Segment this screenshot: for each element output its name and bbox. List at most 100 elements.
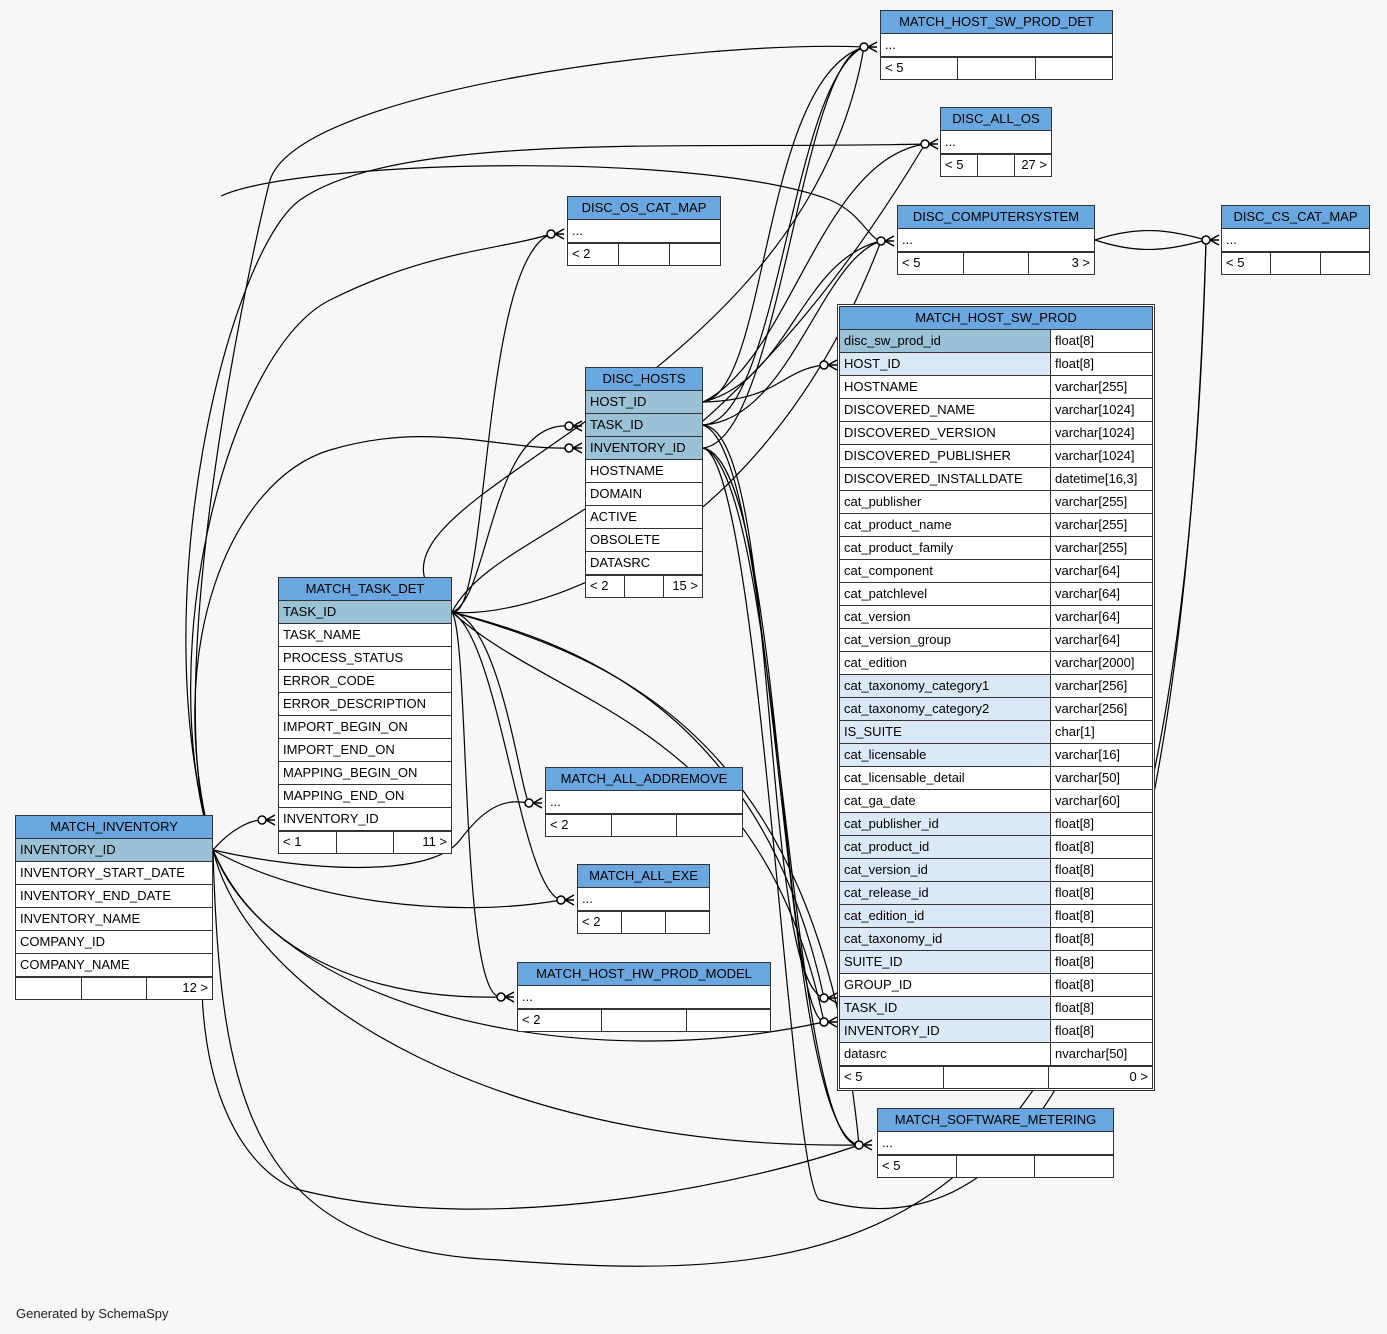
children-count[interactable] [1321, 253, 1369, 274]
children-count[interactable] [687, 1010, 770, 1031]
parents-count[interactable]: < 5 [941, 155, 978, 176]
table-header[interactable]: MATCH_HOST_SW_PROD [840, 307, 1152, 330]
column-row[interactable]: IMPORT_END_ON [279, 739, 451, 762]
column-row[interactable]: INVENTORY_ID [16, 839, 212, 862]
table-match-software-metering[interactable]: MATCH_SOFTWARE_METERING...< 5 [877, 1108, 1114, 1178]
column-row[interactable]: TASK_ID [279, 601, 451, 624]
table-header[interactable]: MATCH_SOFTWARE_METERING [878, 1109, 1113, 1132]
rows-count[interactable] [612, 815, 678, 836]
rows-count[interactable] [1271, 253, 1321, 274]
collapsed-columns-row[interactable]: ... [881, 34, 1112, 57]
parents-count[interactable]: < 5 [840, 1067, 945, 1088]
column-row[interactable]: COMPANY_ID [16, 931, 212, 954]
table-header[interactable]: MATCH_HOST_SW_PROD_DET [881, 11, 1112, 34]
collapsed-columns-row[interactable]: ... [898, 229, 1094, 252]
table-match-all-exe[interactable]: MATCH_ALL_EXE...< 2 [577, 864, 710, 934]
table-header[interactable]: DISC_ALL_OS [941, 108, 1051, 131]
column-row[interactable]: INVENTORY_ID [279, 808, 451, 831]
table-match-host-sw-prod-det[interactable]: MATCH_HOST_SW_PROD_DET...< 5 [880, 10, 1113, 80]
table-match-host-hw-prod-model[interactable]: MATCH_HOST_HW_PROD_MODEL...< 2 [517, 962, 771, 1032]
column-row[interactable]: INVENTORY_END_DATE [16, 885, 212, 908]
rows-count[interactable] [964, 253, 1030, 274]
table-disc-cs-cat-map[interactable]: DISC_CS_CAT_MAP...< 5 [1221, 205, 1370, 275]
table-header[interactable]: MATCH_TASK_DET [279, 578, 451, 601]
column-row[interactable]: PROCESS_STATUS [279, 647, 451, 670]
children-count[interactable] [670, 244, 720, 265]
column-row[interactable]: INVENTORY_START_DATE [16, 862, 212, 885]
parents-count[interactable]: < 2 [568, 244, 619, 265]
column-row[interactable]: HOST_ID [586, 391, 702, 414]
column-row[interactable]: MAPPING_BEGIN_ON [279, 762, 451, 785]
children-count[interactable]: 3 > [1071, 255, 1091, 270]
rows-count[interactable] [958, 58, 1036, 79]
rows-count[interactable] [625, 576, 664, 597]
rows-count[interactable] [619, 244, 670, 265]
parents-count[interactable]: < 2 [546, 815, 612, 836]
parents-count[interactable]: < 5 [1222, 253, 1272, 274]
rows-count[interactable] [602, 1010, 687, 1031]
column-row[interactable]: TASK_NAME [279, 624, 451, 647]
children-count[interactable]: 0 > [1129, 1069, 1148, 1084]
column-row[interactable]: ACTIVE [586, 506, 702, 529]
parents-count[interactable]: < 2 [586, 576, 625, 597]
parents-count[interactable]: < 2 [518, 1010, 603, 1031]
children-count[interactable] [1035, 1156, 1113, 1177]
collapsed-columns-row[interactable]: ... [1222, 229, 1369, 252]
table-header[interactable]: MATCH_HOST_HW_PROD_MODEL [518, 963, 770, 986]
collapsed-columns-row[interactable]: ... [878, 1132, 1113, 1155]
parents-count[interactable]: < 5 [898, 253, 964, 274]
column-row[interactable]: OBSOLETE [586, 529, 702, 552]
children-count[interactable] [677, 815, 742, 836]
children-count[interactable]: 27 > [1021, 157, 1047, 172]
table-header[interactable]: DISC_HOSTS [586, 368, 702, 391]
parents-count[interactable]: < 1 [279, 832, 337, 853]
collapsed-columns-row[interactable]: ... [568, 220, 720, 243]
children-count[interactable] [666, 912, 709, 933]
table-header[interactable]: MATCH_ALL_EXE [578, 865, 709, 888]
rows-count[interactable] [944, 1067, 1049, 1088]
parents-count[interactable] [16, 978, 82, 999]
rows-count[interactable] [337, 832, 395, 853]
collapsed-columns-row[interactable]: ... [941, 131, 1051, 154]
rows-count[interactable] [978, 155, 1015, 176]
column-row[interactable]: TASK_ID [586, 414, 702, 437]
table-disc-os-cat-map[interactable]: DISC_OS_CAT_MAP...< 2 [567, 196, 721, 266]
children-count[interactable]: 12 > [182, 980, 209, 995]
column-row[interactable]: HOSTNAME [586, 460, 702, 483]
parents-count[interactable]: < 2 [578, 912, 622, 933]
column-row[interactable]: INVENTORY_ID [586, 437, 702, 460]
